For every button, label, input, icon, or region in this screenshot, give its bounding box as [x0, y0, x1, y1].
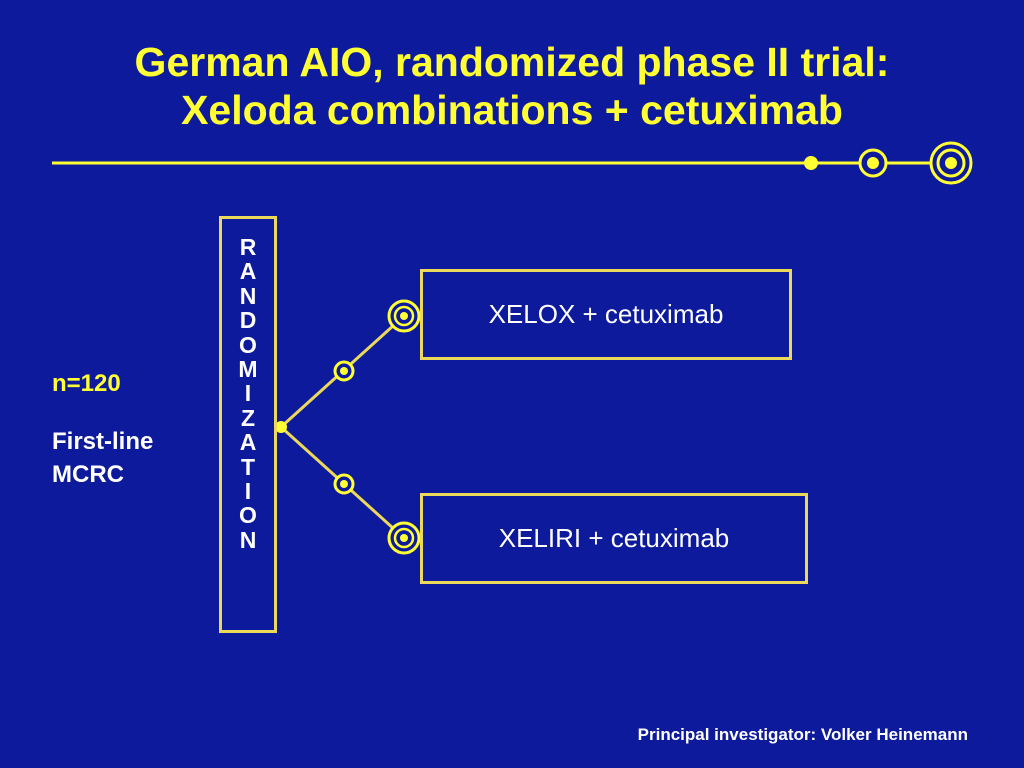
population-text: First-line MCRC [52, 425, 153, 491]
randomization-letter: N [239, 282, 257, 309]
target-icon [929, 141, 973, 185]
branch-lines [275, 299, 421, 555]
randomization-letter: I [244, 380, 252, 407]
ring-dot-icon [333, 473, 355, 495]
randomization-letter: A [239, 258, 257, 285]
randomization-letter: M [238, 356, 258, 383]
arm-label: XELIRI + cetuximab [498, 523, 730, 553]
randomization-letter: Z [240, 404, 256, 431]
title-line-2: Xeloda combinations + cetuximab [181, 87, 843, 133]
randomization-letter: O [239, 502, 257, 529]
arm-xelox-box: XELOX + cetuximab [420, 269, 792, 360]
title-underline [52, 141, 973, 185]
branch-origin-dot [275, 421, 287, 433]
target-icon [387, 299, 421, 333]
randomization-letter: R [239, 234, 257, 260]
population-line-1: First-line [52, 428, 154, 455]
ring-dot-icon [333, 360, 355, 382]
randomization-letter: I [244, 478, 252, 505]
slide-title: German AIO, randomized phase II trial: X… [0, 38, 1024, 134]
principal-investigator: Principal investigator: Volker Heinemann [637, 725, 968, 744]
ring-dot-icon [858, 148, 888, 178]
title-line-1: German AIO, randomized phase II trial: [134, 39, 890, 85]
population-line-2: MCRC [52, 461, 124, 488]
randomization-letter: O [239, 331, 257, 358]
randomization-letter: D [239, 307, 257, 334]
small-dot-icon [804, 156, 818, 170]
sample-size: n=120 [52, 370, 121, 397]
target-icon [387, 521, 421, 555]
arm-label: XELOX + cetuximab [488, 299, 724, 329]
randomization-letter: T [240, 453, 256, 480]
arm-xeliri-box: XELIRI + cetuximab [420, 493, 808, 584]
randomization-letter: N [239, 526, 257, 553]
randomization-letter: A [239, 429, 257, 456]
